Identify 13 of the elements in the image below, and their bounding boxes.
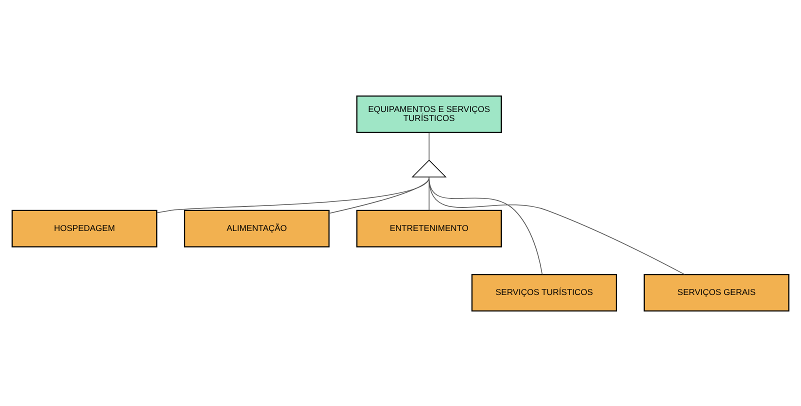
connector <box>428 176 430 210</box>
connector <box>428 132 430 160</box>
node-box: SERVIÇOS GERAIS <box>644 274 790 311</box>
node-box: EQUIPAMENTOS E SERVIÇOS TURÍSTICOS <box>356 95 502 132</box>
connector <box>328 176 430 214</box>
connector <box>428 176 543 274</box>
node-box: HOSPEDAGEM <box>12 209 158 247</box>
connector <box>428 176 685 274</box>
node-box: ENTRETENIMENTO <box>356 209 502 247</box>
node-triangle <box>412 159 447 177</box>
connector <box>156 176 430 213</box>
node-box: SERVIÇOS TURÍSTICOS <box>471 274 618 311</box>
node-box: ALIMENTAÇÃO <box>184 209 330 247</box>
